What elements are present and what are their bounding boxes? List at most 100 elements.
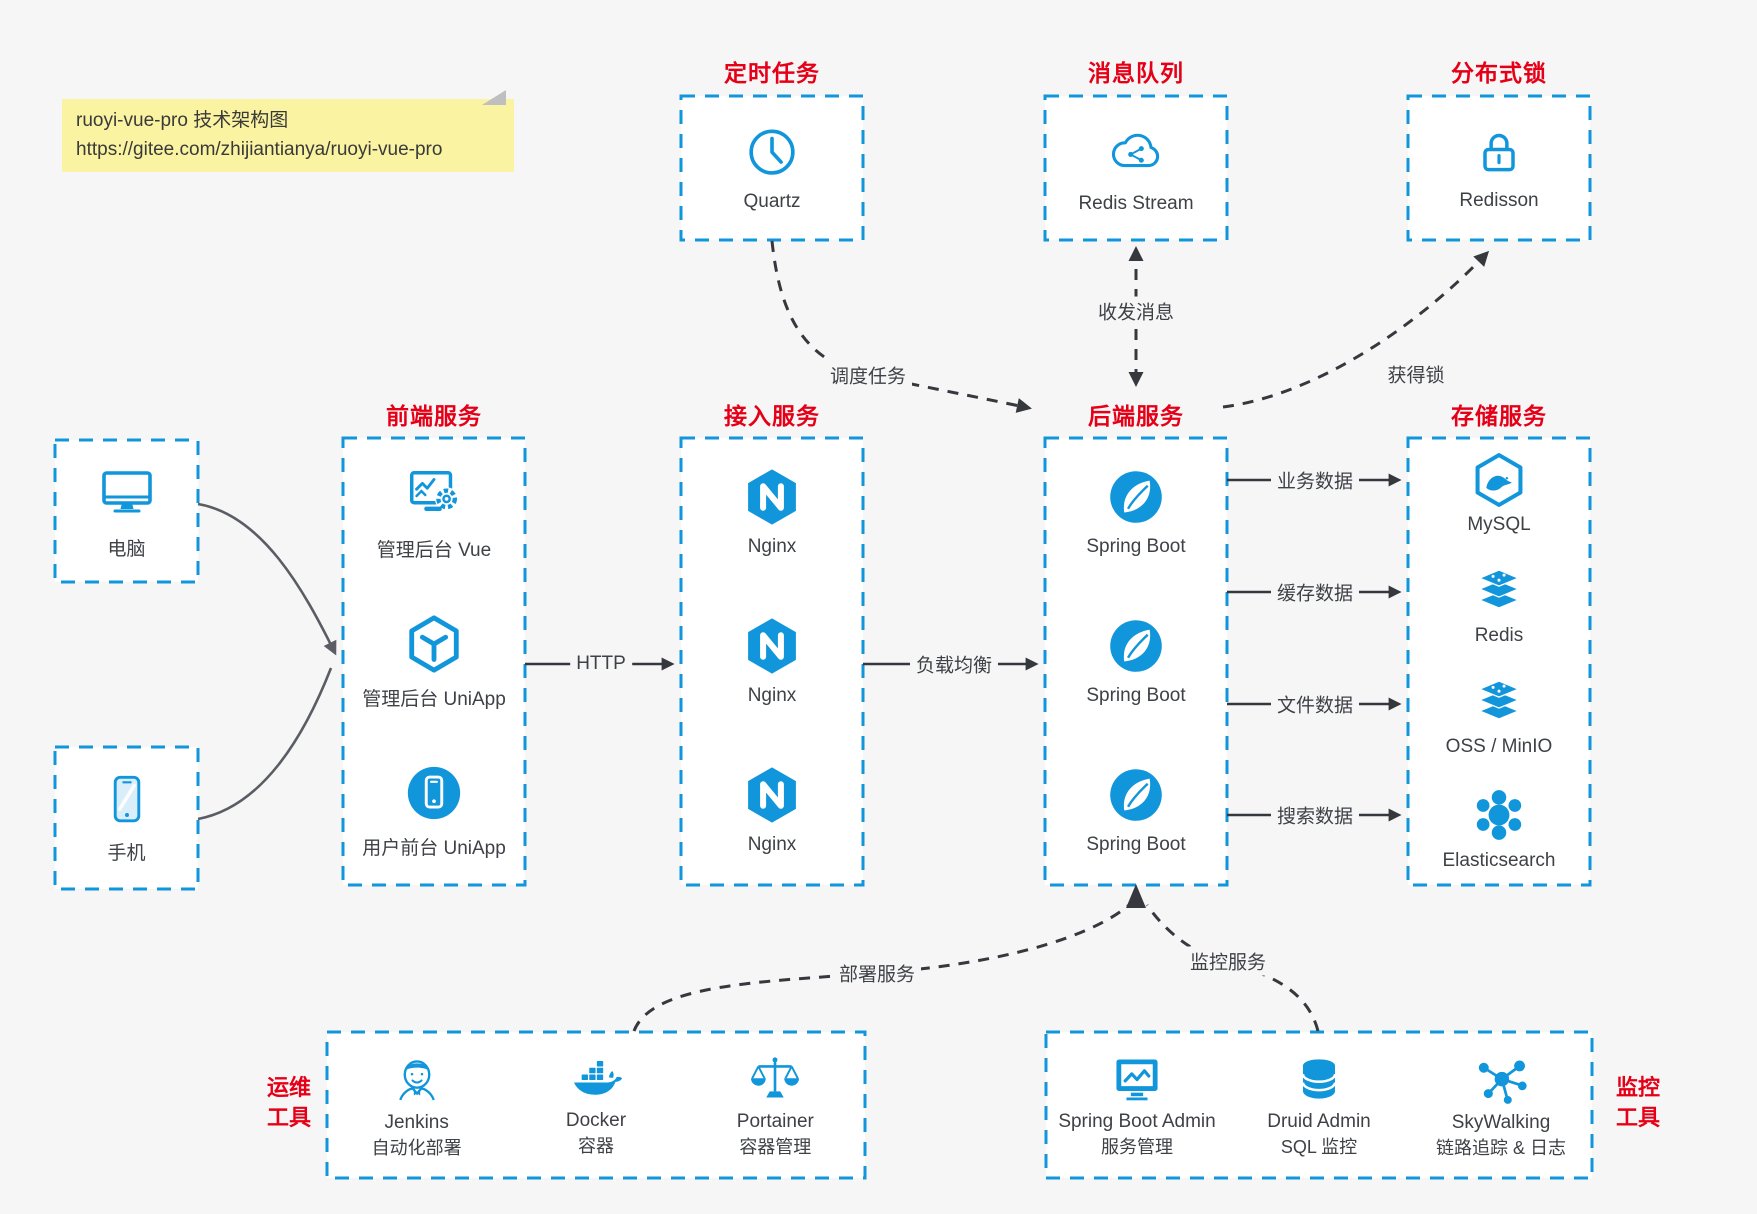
node-label: 管理后台 Vue <box>376 539 492 561</box>
uniapp-cube-icon <box>403 613 465 675</box>
node-label: SkyWalking <box>1451 1111 1551 1133</box>
node-portainer: Portainer 容器管理 <box>686 1032 865 1178</box>
node-label: 电脑 <box>107 539 146 560</box>
druid-database-icon <box>1292 1052 1346 1108</box>
skywalking-icon <box>1472 1051 1530 1109</box>
node-jenkins: Jenkins 自动化部署 <box>327 1032 506 1178</box>
admin-vue-icon <box>401 464 467 526</box>
nginx-icon <box>742 467 802 527</box>
node-desc: 自动化部署 <box>371 1137 462 1158</box>
node-druid-admin: Druid Admin SQL 监控 <box>1228 1032 1410 1178</box>
node-label: Spring Boot <box>1086 834 1186 855</box>
portainer-icon <box>747 1052 803 1108</box>
group-title-gateway: 接入服务 <box>724 403 820 429</box>
phone-icon <box>98 771 156 829</box>
node-redis-stream: Redis Stream <box>1045 96 1227 240</box>
node-label: Spring Boot <box>1086 536 1186 557</box>
node-label: Nginx <box>747 685 797 706</box>
node-label: 用户前台 UniApp <box>362 837 506 859</box>
node-label: Nginx <box>747 536 797 557</box>
node-desc: 容器 <box>577 1135 614 1156</box>
group-title-monitor-tools: 监控 工具 <box>1615 1075 1660 1130</box>
node-elasticsearch: Elasticsearch <box>1408 773 1590 885</box>
node-label: Nginx <box>747 834 797 855</box>
node-nginx-1: Nginx <box>681 438 863 587</box>
spring-icon <box>1106 467 1166 527</box>
node-label: 管理后台 UniApp <box>362 688 506 710</box>
column-gateway: Nginx Nginx Nginx <box>681 438 863 885</box>
node-label: 手机 <box>107 843 146 864</box>
node-desc: SQL 监控 <box>1280 1136 1358 1157</box>
sticky-note: ruoyi-vue-pro 技术架构图 https://gitee.com/zh… <box>62 90 514 172</box>
node-springboot-2: Spring Boot <box>1045 587 1227 736</box>
edge-label-deploy: 部署服务 <box>832 958 922 988</box>
box-monitor-tools: Spring Boot Admin 服务管理 Druid Admin SQL 监… <box>1046 1032 1592 1178</box>
node-mobile-client: 手机 <box>55 747 198 889</box>
docker-icon <box>567 1053 625 1107</box>
node-spring-boot-admin: Spring Boot Admin 服务管理 <box>1046 1032 1228 1178</box>
node-quartz: Quartz <box>681 96 863 240</box>
node-pc-client: 电脑 <box>55 440 198 582</box>
node-springboot-3: Spring Boot <box>1045 736 1227 885</box>
desktop-icon <box>95 461 159 525</box>
edge-label-message: 收发消息 <box>1091 296 1181 326</box>
node-label: Quartz <box>743 190 801 212</box>
column-frontend: 管理后台 Vue 管理后台 UniApp 用户前台 UniApp <box>343 438 525 885</box>
edge-label-cache: 缓存数据 <box>1270 577 1360 607</box>
user-app-icon <box>403 762 465 824</box>
group-title-distributed-lock: 分布式锁 <box>1451 60 1547 86</box>
group-title-frontend: 前端服务 <box>386 403 482 429</box>
edge-label-schedule: 调度任务 <box>823 360 913 390</box>
node-docker: Docker 容器 <box>506 1032 685 1178</box>
node-nginx-2: Nginx <box>681 587 863 736</box>
node-label: Elasticsearch <box>1442 850 1556 872</box>
group-title-storage: 存储服务 <box>1451 403 1547 429</box>
clock-icon <box>743 124 801 182</box>
node-redis: Redis <box>1408 550 1590 662</box>
jenkins-icon <box>388 1051 446 1109</box>
node-label: Jenkins <box>384 1111 449 1133</box>
spring-icon <box>1106 765 1166 825</box>
note-url: https://gitee.com/zhijiantianya/ruoyi-vu… <box>76 138 443 160</box>
node-label: MySQL <box>1467 513 1531 535</box>
nginx-icon <box>742 616 802 676</box>
node-skywalking: SkyWalking 链路追踪 & 日志 <box>1410 1032 1592 1178</box>
node-label: Druid Admin <box>1267 1110 1371 1132</box>
node-nginx-3: Nginx <box>681 736 863 885</box>
redis-stack-icon <box>1471 565 1527 619</box>
node-oss-minio: OSS / MinIO <box>1408 662 1590 774</box>
edge-label-monitor: 监控服务 <box>1183 946 1273 976</box>
node-label: Redis Stream <box>1078 192 1194 214</box>
node-redisson: Redisson <box>1408 96 1590 240</box>
node-user-uniapp: 用户前台 UniApp <box>343 736 525 885</box>
node-springboot-1: Spring Boot <box>1045 438 1227 587</box>
node-mysql: MySQL <box>1408 438 1590 550</box>
edge-label-load-balance: 负载均衡 <box>909 649 999 679</box>
edge-label-lock: 获得锁 <box>1381 359 1451 389</box>
node-admin-vue: 管理后台 Vue <box>343 438 525 587</box>
edge-label-file: 文件数据 <box>1270 689 1360 719</box>
note-title: ruoyi-vue-pro 技术架构图 <box>76 110 289 131</box>
node-label: Spring Boot <box>1086 685 1186 706</box>
box-ops-tools: Jenkins 自动化部署 Docker 容器 Portainer 容器管理 <box>327 1032 865 1178</box>
node-label: Redis <box>1474 624 1524 646</box>
node-label: Spring Boot Admin <box>1058 1110 1216 1132</box>
column-backend: Spring Boot Spring Boot Spring Boot <box>1045 438 1227 885</box>
group-title-ops-tools: 运维 工具 <box>266 1075 311 1130</box>
spring-boot-admin-icon <box>1108 1052 1166 1108</box>
edge-label-search: 搜索数据 <box>1270 800 1360 830</box>
node-admin-uniapp: 管理后台 UniApp <box>343 587 525 736</box>
node-label: Portainer <box>736 1110 814 1132</box>
cloud-queue-icon <box>1105 122 1167 184</box>
group-title-backend: 后端服务 <box>1088 403 1184 429</box>
edge-label-business: 业务数据 <box>1270 465 1360 495</box>
node-label: Docker <box>565 1109 627 1131</box>
spring-icon <box>1106 616 1166 676</box>
node-desc: 服务管理 <box>1101 1136 1173 1157</box>
group-title-message-queue: 消息队列 <box>1088 60 1184 86</box>
elasticsearch-icon <box>1470 786 1528 844</box>
group-title-scheduled-tasks: 定时任务 <box>724 60 820 86</box>
lock-icon <box>1471 125 1527 181</box>
edge-label-http: HTTP <box>570 652 632 676</box>
node-desc: 链路追踪 & 日志 <box>1435 1137 1566 1158</box>
